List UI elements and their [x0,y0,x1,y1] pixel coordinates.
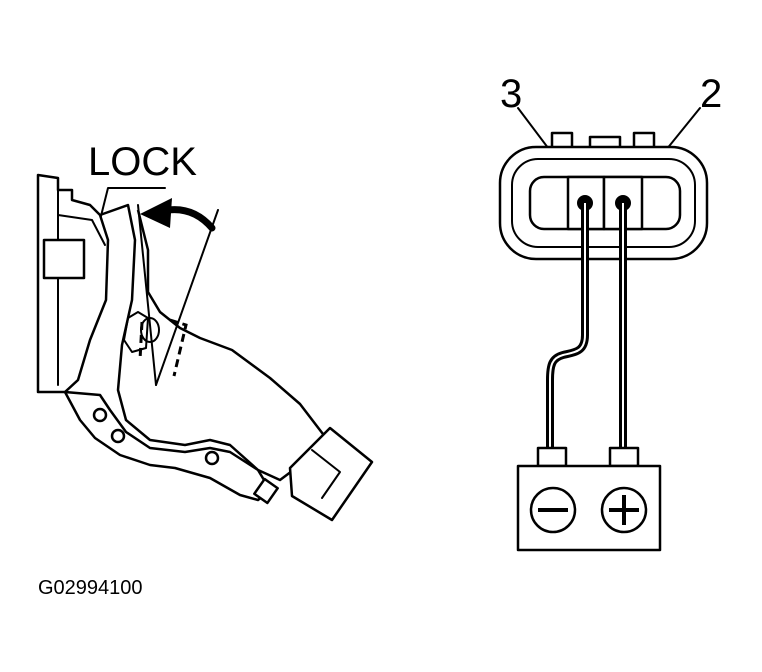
bracket-fold-line [57,214,106,246]
connector-wiring: 3 2 [498,72,722,552]
lock-direction-arrowhead [140,198,172,228]
lever-dashed-position [138,318,188,377]
mounting-bracket [36,173,110,394]
battery-post-positive [608,446,640,468]
terminal-label-3: 3 [500,72,522,116]
mounting-hole-3 [204,450,220,466]
mounting-hole-1 [92,407,108,423]
wire-terminal-3-core [549,203,586,448]
actuator-connector [288,426,374,522]
battery-post-negative [536,446,568,468]
lever-swing-line-left [137,204,157,386]
lock-leader-line [99,187,166,221]
lock-label: LOCK [88,140,197,184]
lever-swing-line-right [155,209,219,386]
connector-inner-rim [511,158,696,248]
lock-direction-arrow [164,206,216,232]
mounting-hole-2 [110,428,126,444]
door-lock-actuator: LOCK [36,140,374,522]
actuator-connector-detail [311,449,341,499]
lever-pivot-outline [123,311,149,353]
figure-code: G02994100 [38,577,143,599]
actuator-connector-tab [253,477,279,505]
bracket-slot [42,238,86,280]
terminal-label-2: 2 [700,72,722,116]
